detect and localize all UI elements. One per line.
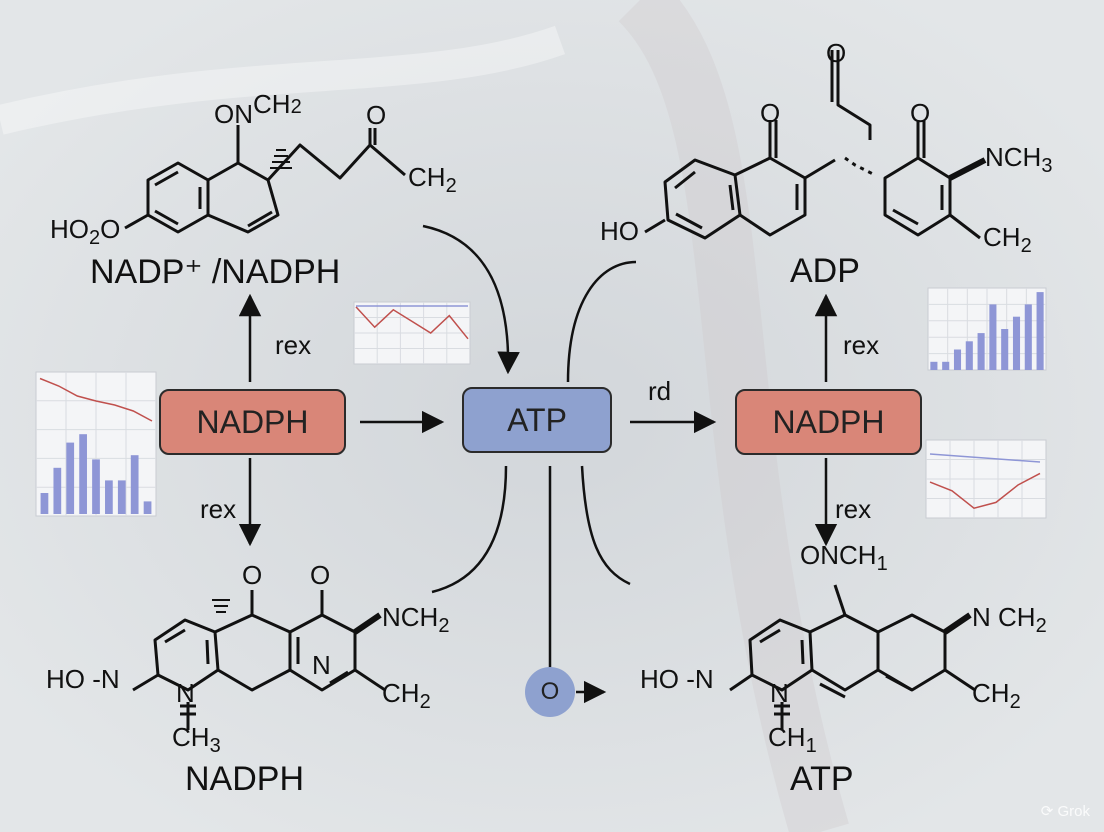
arrow-label-right-up: rex <box>843 330 880 360</box>
atom-label: NCH2 <box>382 602 450 638</box>
atom-label: N <box>176 678 195 708</box>
molecule-top-left <box>124 125 406 234</box>
atom-label: O <box>366 100 387 130</box>
atom-label: O <box>760 98 781 128</box>
mini-chart-top-middle <box>353 301 471 365</box>
watermark-logo: ⟳ Grok <box>1040 803 1090 820</box>
chart-bar <box>977 333 985 370</box>
bg-streak <box>0 25 566 135</box>
chart-bar <box>965 341 973 370</box>
atom-label: HO -N <box>46 664 120 694</box>
atom-label: O <box>242 560 263 590</box>
node-label: ATP <box>507 401 567 438</box>
label-nadp-nadph: NADP⁺ /NADPH <box>90 253 341 291</box>
arrow-curve-top-left <box>422 224 520 375</box>
atom-label: HO -N <box>640 664 714 694</box>
label-adp: ADP <box>790 252 860 290</box>
node-label: NADPH <box>772 403 885 440</box>
molecule-bottom-right <box>729 584 976 730</box>
atom-label: CH2 <box>382 678 431 714</box>
atom-label: CH2 <box>983 222 1032 258</box>
chart-bar <box>1036 292 1044 370</box>
molecule-bottom-left <box>132 590 386 730</box>
chart-bar <box>989 304 997 370</box>
label-nadph-bottom: NADPH <box>185 760 305 798</box>
label-atp-bottom: ATP <box>790 760 854 798</box>
atom-label: CH2 <box>972 678 1021 714</box>
chart-bar <box>1012 316 1021 370</box>
curve-bottom-left <box>431 465 508 594</box>
chart-line <box>929 472 1041 510</box>
node-nadph-left[interactable]: NADPH <box>159 389 346 455</box>
chart-bar <box>53 467 62 514</box>
node-label: NADPH <box>196 403 309 440</box>
chart-bar <box>1001 329 1009 370</box>
arrow-label-left-down: rex <box>200 494 237 524</box>
atom-label: HO <box>600 216 639 246</box>
chart-bar <box>40 493 49 514</box>
chart-bar <box>942 361 950 370</box>
chart-bar <box>79 434 87 514</box>
node-nadph-right[interactable]: NADPH <box>735 389 922 455</box>
chart-bar <box>117 480 126 514</box>
chart-bar <box>143 501 152 514</box>
chart-line <box>39 377 153 422</box>
arrow-label-right-down: rex <box>835 494 872 524</box>
chart-bar <box>1024 304 1032 370</box>
mini-chart-left <box>35 371 157 517</box>
atom-label: O <box>910 98 931 128</box>
chart-bar <box>105 480 113 514</box>
arrow-label-center-right: rd <box>648 376 672 406</box>
atom-label: ONCH1 <box>800 540 888 576</box>
chart-bar <box>92 459 100 514</box>
atom-label: NCH3 <box>985 142 1053 178</box>
bg-streak <box>618 0 849 832</box>
molecule-top-right <box>644 50 987 240</box>
atom-label: ONCH2 <box>214 89 302 129</box>
node-atp-center[interactable]: ATP <box>462 387 612 453</box>
mini-chart-right-top <box>927 287 1047 371</box>
atom-label: N CH2 <box>972 602 1047 638</box>
atom-label: CH2 <box>408 162 457 198</box>
chart-bar <box>130 455 139 514</box>
arrow-label-left-up: rex <box>275 330 312 360</box>
atom-label: N <box>312 650 331 680</box>
curve-bottom-right <box>580 465 631 586</box>
chart-bar <box>930 361 938 370</box>
atom-label: CH3 <box>172 722 221 758</box>
atom-label: CH1 <box>768 722 817 758</box>
node-o-label: O <box>540 678 560 705</box>
chart-bar <box>66 442 75 514</box>
curve-top-right <box>566 260 637 383</box>
atom-label: O <box>826 38 847 68</box>
chart-bar <box>953 349 962 370</box>
chart-line <box>355 306 469 340</box>
mini-chart-right-middle <box>925 439 1047 519</box>
chart-line <box>929 453 1041 463</box>
atom-label: N <box>770 678 789 708</box>
atom-label: O <box>310 560 331 590</box>
atom-label: HO2O <box>50 214 121 250</box>
node-o-circle[interactable]: O <box>525 667 575 717</box>
